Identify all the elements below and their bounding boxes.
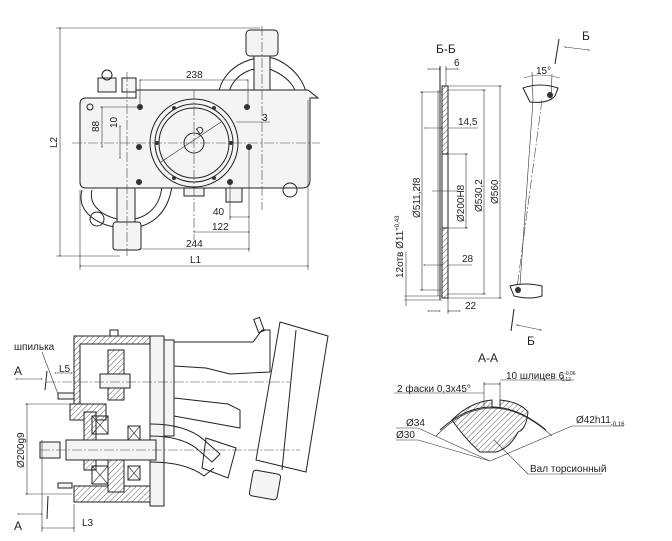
dim-22: 22 — [465, 301, 477, 312]
dim-34: Ø34 — [406, 418, 425, 429]
dim-88: 88 — [91, 120, 102, 132]
dim-L1: L1 — [190, 255, 202, 266]
side-section: A шпилька L5 Ø200g9 A L3 — [14, 316, 329, 533]
shaft-label: Вал торсионный — [530, 464, 606, 475]
dim-L5: L5 — [59, 364, 71, 375]
dim-238: 238 — [186, 70, 203, 81]
dim-30: Ø30 — [396, 430, 415, 441]
splines-label: 10 шлицев 6-0,06-0,12 — [506, 371, 576, 383]
dim-200g9: Ø200g9 — [16, 432, 27, 468]
section-aa: A-A 10 шлицев 6-0,06-0,12 2 фаски 0,3x45… — [394, 351, 625, 475]
dim-L2: L2 — [49, 136, 60, 148]
top-view: 238 88 10 3 D 40 122 244 L1 L2 — [49, 26, 320, 270]
view-b: Б 15° Б — [509, 29, 591, 348]
section-bb-title: Б-Б — [436, 42, 456, 56]
bottom-handwheel — [80, 185, 173, 251]
dim-28: 28 — [462, 254, 474, 265]
marker-a-top: A — [14, 364, 22, 378]
chamfers-label: 2 фаски 0,3x45° — [397, 383, 471, 395]
dim-3: 3 — [262, 113, 268, 124]
dim-122: 122 — [212, 222, 229, 233]
marker-a-bottom: A — [14, 519, 22, 533]
dim-244: 244 — [186, 239, 203, 250]
section-aa-title: A-A — [478, 351, 498, 365]
dim-10: 10 — [109, 116, 120, 128]
bolt-holes — [86, 103, 252, 185]
marker-b-bottom: Б — [527, 334, 535, 348]
dim-14-5: 14,5 — [458, 117, 478, 128]
dim-200h8: Ø200H8 — [456, 184, 467, 222]
hydraulic-motor — [149, 316, 329, 501]
marker-b-top: Б — [582, 29, 590, 43]
section-bb: Б-Б 6 14,5 Ø511,2f8 Ø200 — [395, 42, 502, 314]
dim-511-2f8: Ø511,2f8 — [412, 177, 423, 218]
dim-40: 40 — [213, 207, 225, 218]
dim-530-2: Ø530,2 — [474, 179, 485, 212]
dim-560: Ø560 — [490, 179, 501, 204]
dim-L3: L3 — [82, 518, 94, 529]
angle-15: 15° — [536, 66, 551, 77]
stud-label: шпилька — [14, 342, 55, 353]
dim-42h11: Ø42h11-0,16 — [576, 415, 625, 428]
gearbox-housing — [79, 89, 320, 189]
holes-label: 12отв Ø11+0,43 — [395, 215, 406, 278]
dim-6: 6 — [454, 58, 460, 69]
